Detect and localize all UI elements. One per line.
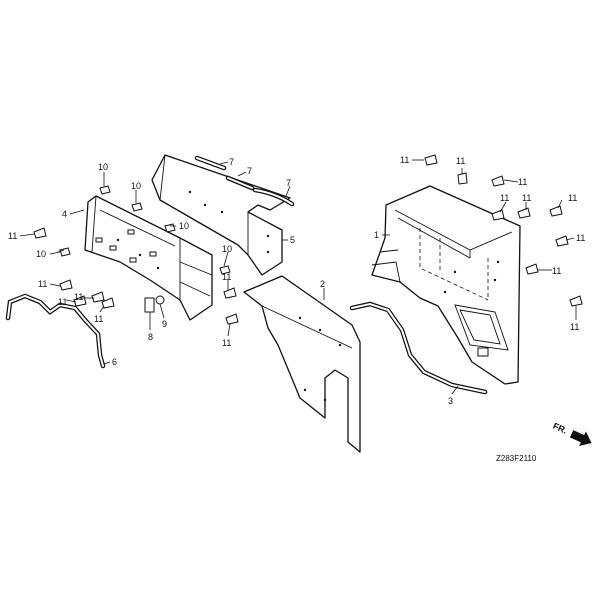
callout-11: 11 [568, 193, 577, 203]
front-arrow-icon [569, 430, 592, 447]
callout-11: 11 [456, 156, 465, 166]
callout-10: 10 [36, 249, 46, 259]
callout-1: 1 [374, 230, 379, 240]
partition-plate-part-2 [243, 275, 361, 453]
cover-panel-part-5 [151, 154, 291, 276]
leader-lines [19, 159, 577, 395]
callout-11: 11 [222, 338, 231, 348]
callout-5: 5 [290, 235, 295, 245]
callout-10: 10 [222, 244, 232, 254]
callout-11: 11 [58, 297, 67, 307]
callout-11: 11 [8, 231, 17, 241]
fasteners [33, 154, 583, 325]
callout-11: 11 [400, 155, 409, 165]
callout-11: 11 [552, 266, 561, 276]
callout-11: 11 [576, 233, 585, 243]
callout-10: 10 [179, 221, 189, 231]
callout-7: 7 [229, 157, 234, 167]
callout-8: 8 [148, 332, 153, 342]
callout-2: 2 [320, 279, 325, 289]
callout-9: 9 [162, 319, 167, 329]
seal-strip-part-3 [349, 301, 488, 395]
front-direction-label: FR. [551, 421, 568, 436]
callout-6: 6 [112, 357, 117, 367]
callout-11: 11 [570, 322, 579, 332]
callout-11: 11 [38, 279, 47, 289]
callout-11: 11 [500, 193, 509, 203]
callout-11: 11 [522, 193, 531, 203]
callout-3: 3 [448, 396, 453, 406]
rod-part-6 [5, 293, 106, 369]
callout-11: 11 [74, 292, 83, 302]
side-cover-part-4 [84, 195, 213, 321]
callout-labels: 7 7 7 10 10 10 4 11 10 11 11 11 11 10 11… [8, 155, 585, 406]
callout-10: 10 [98, 162, 108, 172]
diagram-code: Z283F2110 [496, 454, 537, 463]
callout-11: 11 [222, 272, 231, 282]
callout-10: 10 [131, 181, 141, 191]
callout-4: 4 [62, 209, 67, 219]
callout-11: 11 [518, 177, 527, 187]
seal-strip-part-7 [194, 155, 295, 207]
callout-7: 7 [286, 178, 291, 188]
callout-11: 11 [94, 314, 103, 324]
enclosure-panel-part-1 [371, 185, 521, 385]
callout-7: 7 [247, 166, 252, 176]
front-direction-indicator: FR. [551, 421, 592, 447]
